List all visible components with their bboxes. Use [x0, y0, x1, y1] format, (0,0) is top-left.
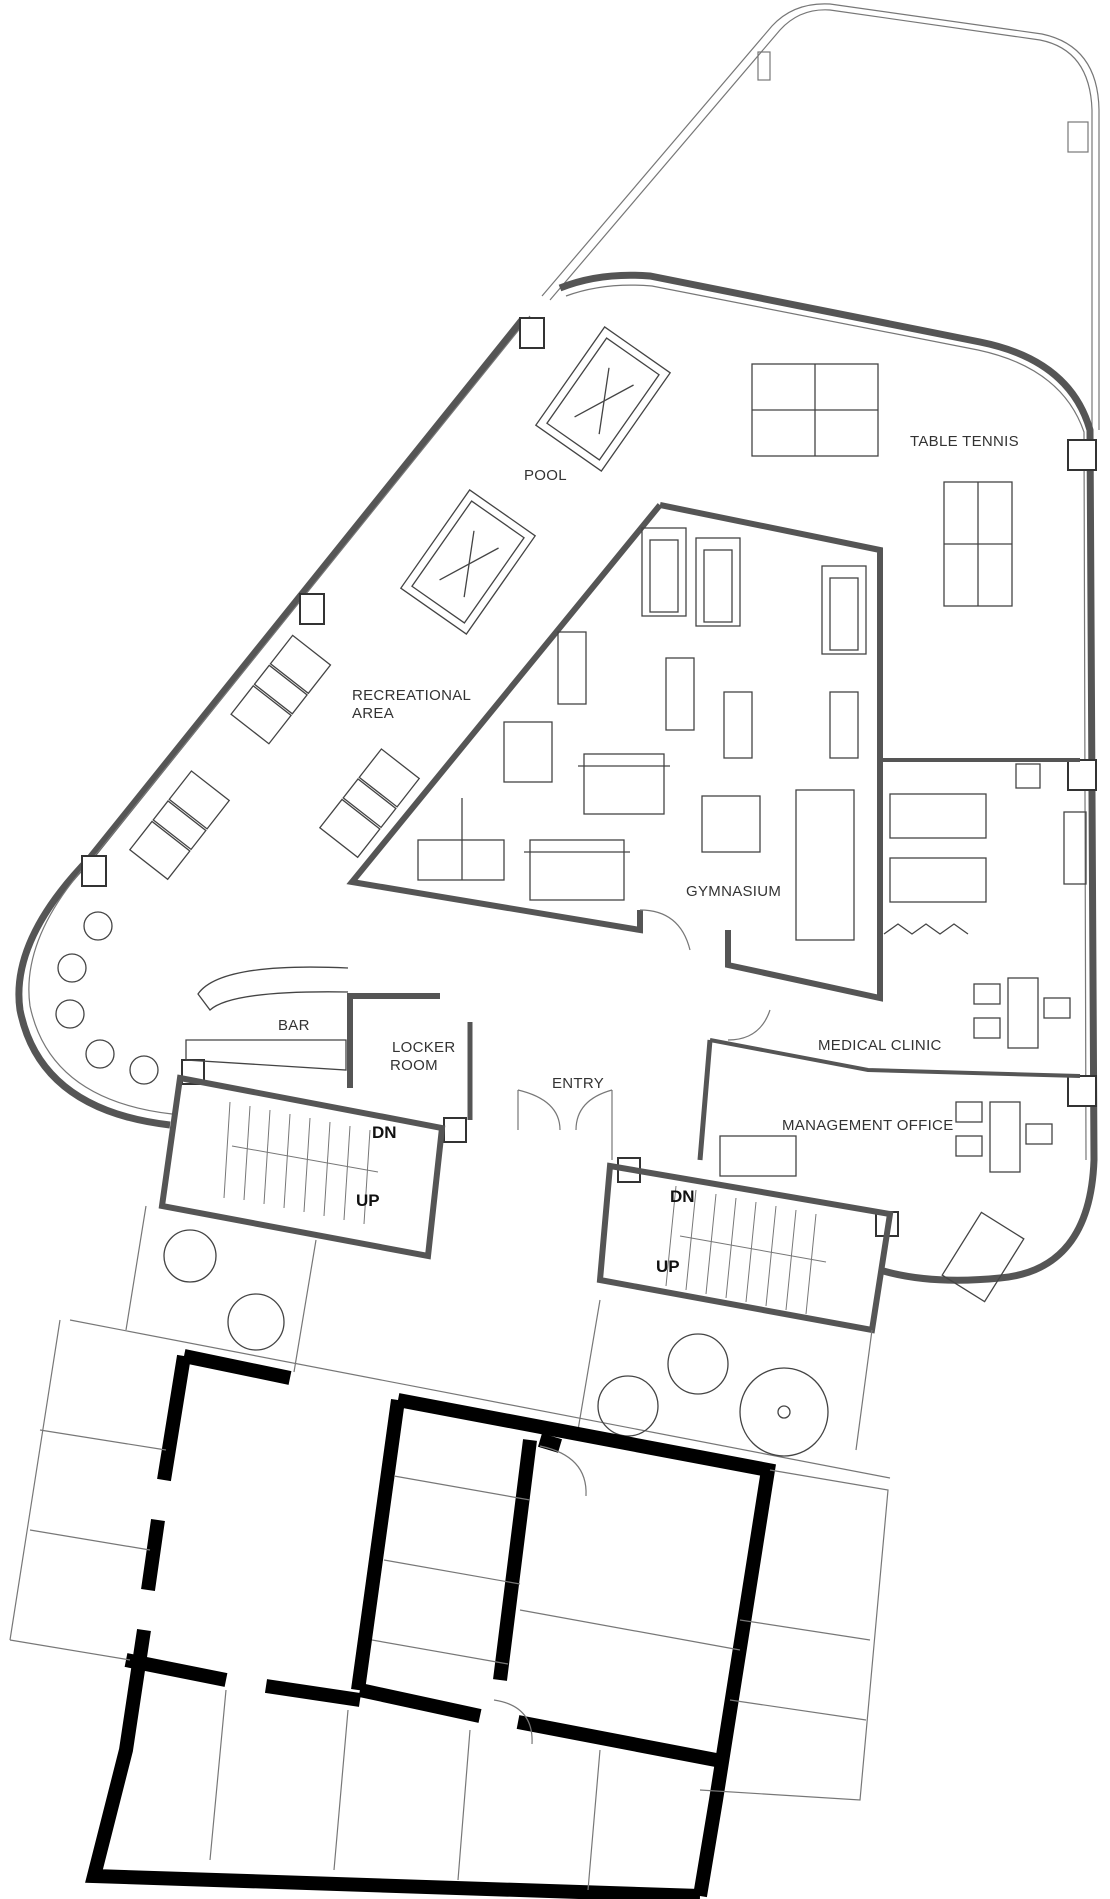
- gym-treadmills: [641, 527, 867, 655]
- label-locker: LOCKER: [392, 1039, 456, 1056]
- label-room: ROOM: [390, 1057, 438, 1074]
- label-bar: BAR: [278, 1017, 310, 1034]
- structural-columns: [81, 317, 1097, 1237]
- room-labels: TABLE TENNIS POOL RECREATIONAL AREA GYMN…: [278, 433, 1019, 1134]
- pool-tables: [399, 326, 672, 635]
- gym-cardio-machines: [557, 631, 859, 759]
- locker-entry-walls: [347, 993, 713, 1161]
- building-outline: [15, 271, 1098, 1284]
- label-medical-clinic: MEDICAL CLINIC: [818, 1037, 942, 1054]
- management-office: [719, 1101, 1053, 1303]
- door-swings: [517, 909, 771, 1131]
- lower-building: [9, 1319, 889, 1899]
- medical-clinic: [709, 758, 1087, 1078]
- label-pool: POOL: [524, 467, 567, 484]
- label-management-office: MANAGEMENT OFFICE: [782, 1117, 954, 1134]
- terrace-railing: [541, 3, 1100, 430]
- gymnasium-walls: [346, 502, 883, 1002]
- label-entry: ENTRY: [552, 1075, 604, 1092]
- label-recreational: RECREATIONAL: [352, 687, 471, 704]
- table-tennis-tables: [751, 363, 1013, 607]
- lounge-seating: [128, 634, 421, 881]
- label-gymnasium: GYMNASIUM: [686, 883, 781, 900]
- gym-weight-stations: [417, 721, 855, 941]
- label-left-up: UP: [356, 1191, 380, 1210]
- label-right-down: DN: [670, 1187, 695, 1206]
- stairs-right: [596, 1162, 894, 1334]
- label-table-tennis: TABLE TENNIS: [910, 433, 1019, 450]
- label-right-up: UP: [656, 1257, 680, 1276]
- stair-labels: DN UP DN UP: [356, 1123, 695, 1276]
- stairs-left: [158, 1074, 446, 1260]
- courtyard: [69, 1205, 891, 1479]
- bar-area: [55, 911, 349, 1085]
- label-left-down: DN: [372, 1123, 397, 1142]
- label-area: AREA: [352, 705, 394, 722]
